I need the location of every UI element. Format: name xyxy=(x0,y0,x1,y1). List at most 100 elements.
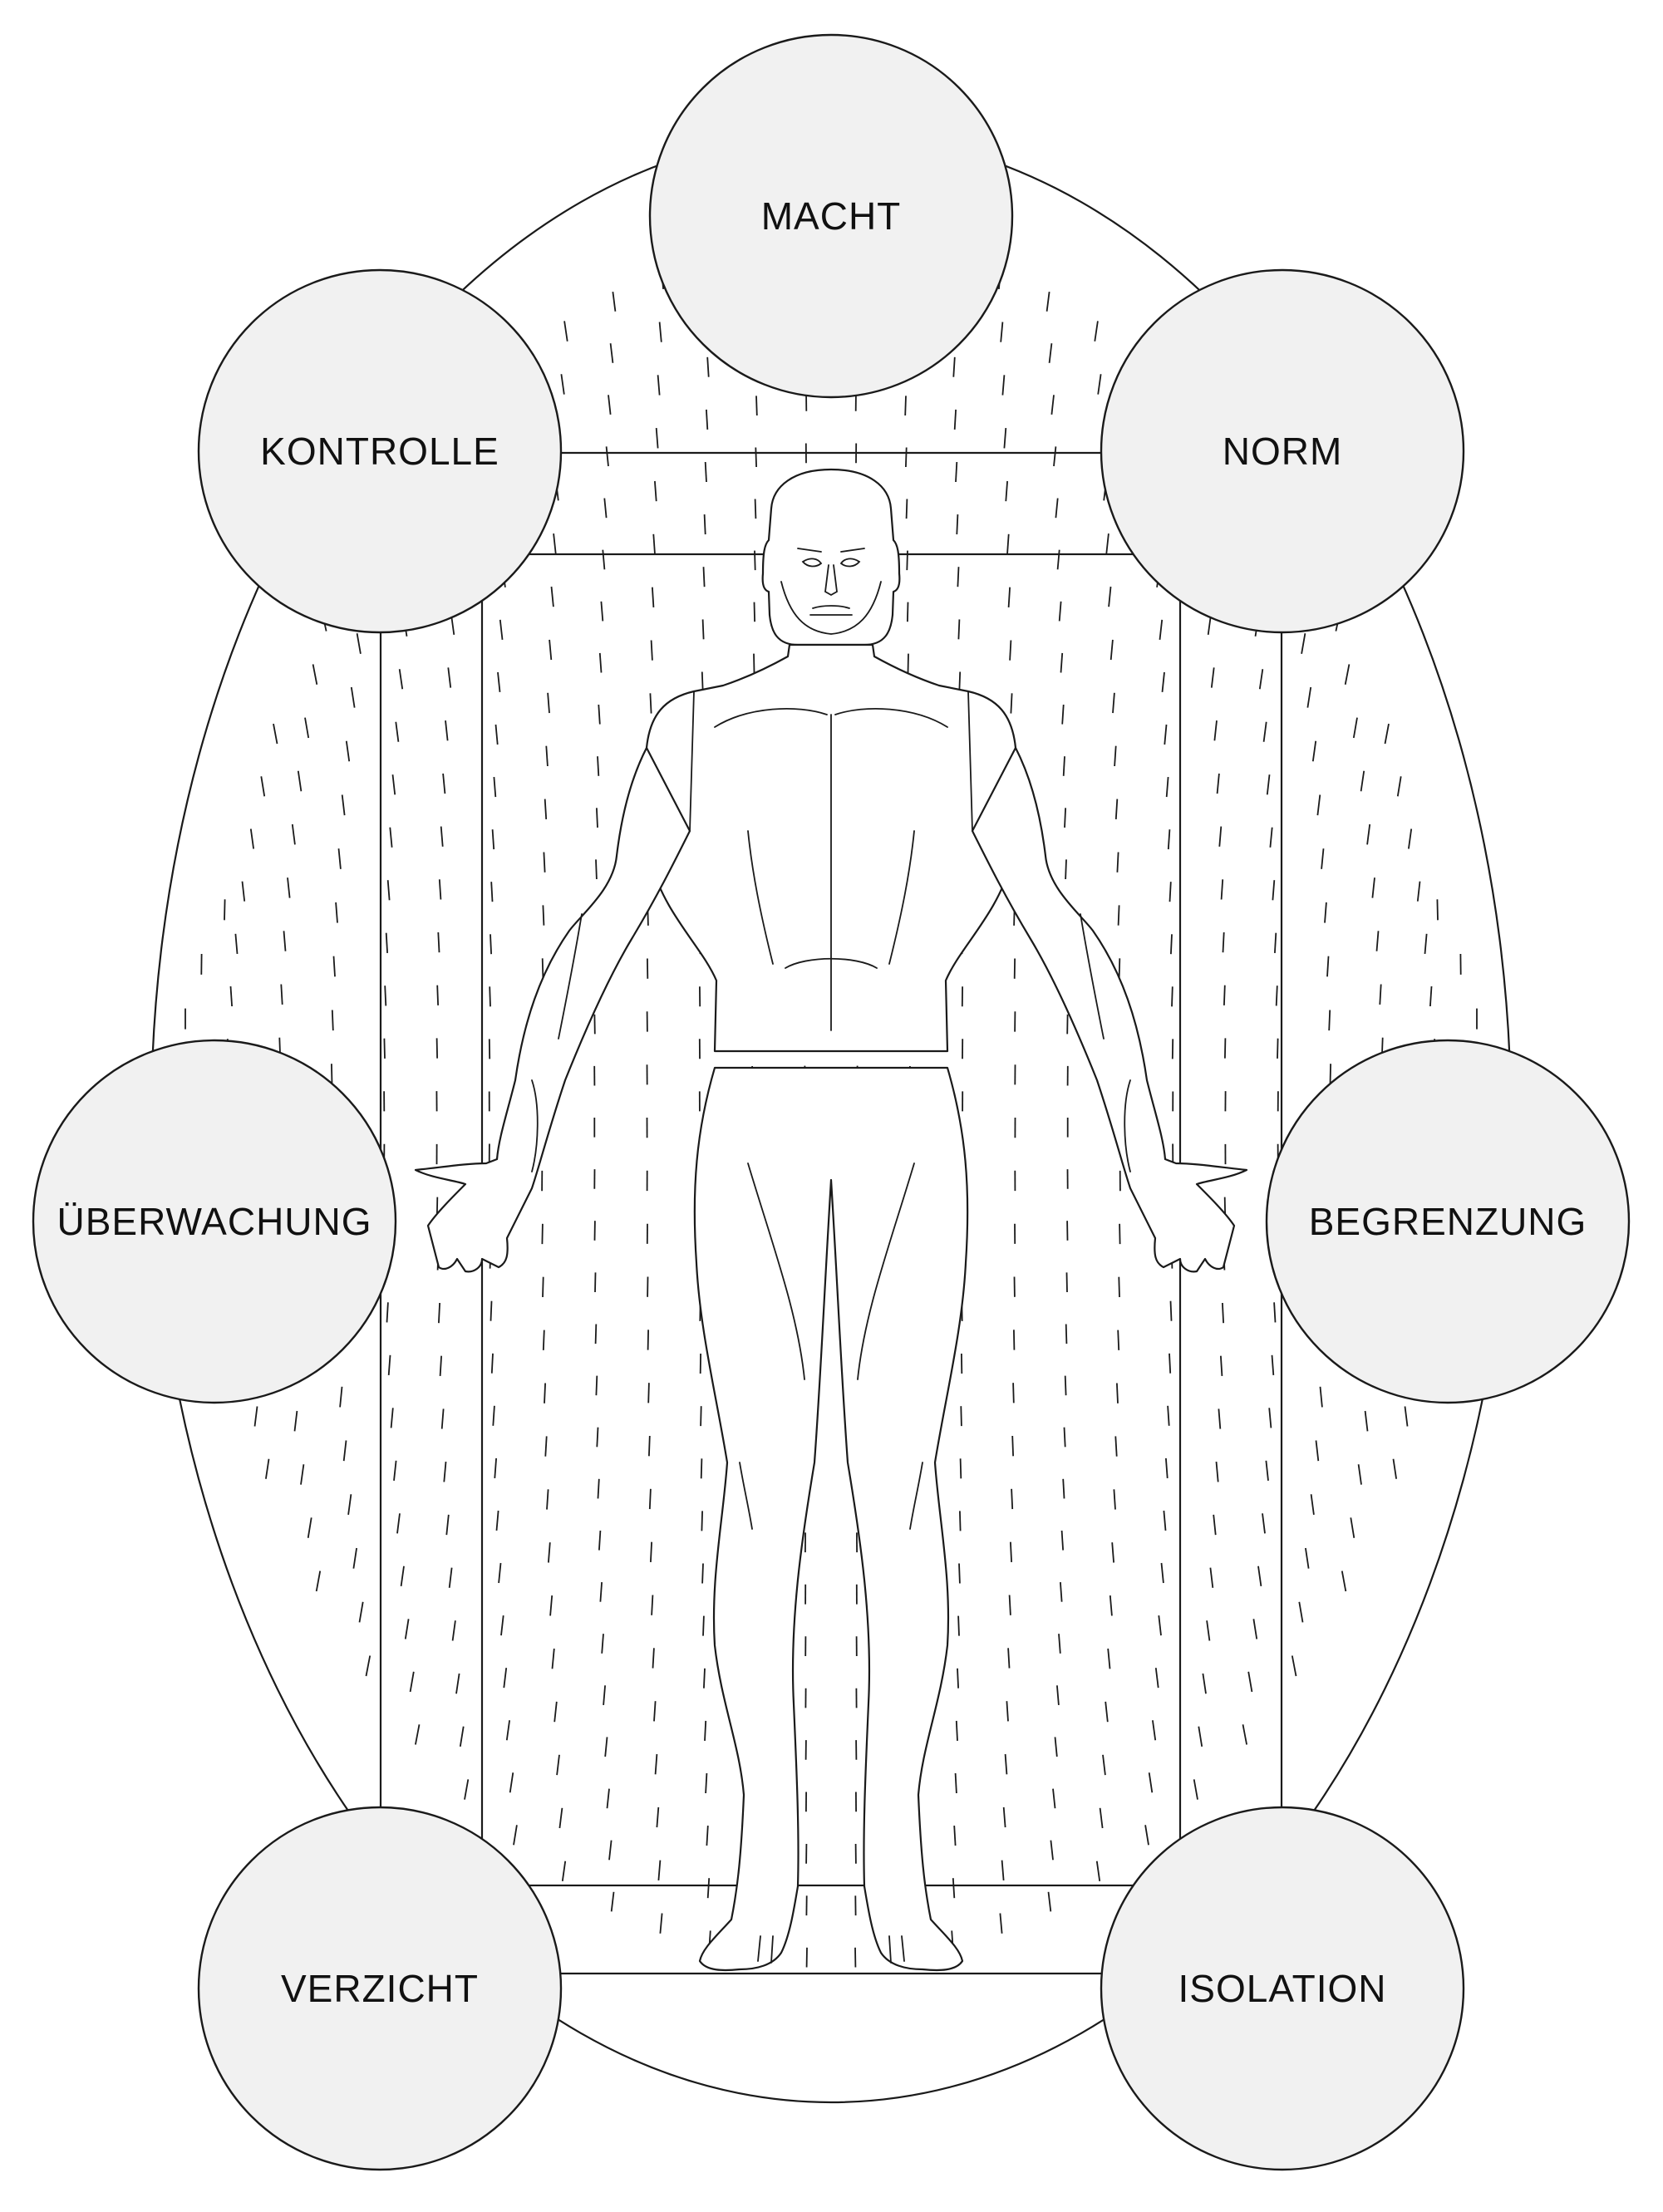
field-dash xyxy=(595,1375,598,1396)
field-dash xyxy=(609,343,614,363)
field-dash xyxy=(605,446,609,467)
field-dash xyxy=(755,447,757,468)
field-dash xyxy=(548,1542,551,1563)
field-dash xyxy=(1161,671,1165,692)
field-dash xyxy=(459,1726,465,1747)
field-dash xyxy=(556,1754,560,1776)
field-dash xyxy=(448,1567,453,1588)
field-dash xyxy=(953,1826,957,1846)
field-dash xyxy=(1108,586,1112,607)
field-dash xyxy=(959,1511,962,1531)
field-dash xyxy=(649,693,652,714)
field-dash xyxy=(347,1494,352,1516)
field-dash xyxy=(234,933,239,954)
field-dash xyxy=(404,1619,410,1639)
field-dash xyxy=(1148,1772,1154,1793)
field-dash xyxy=(1224,1038,1227,1059)
field-dash xyxy=(960,1406,962,1427)
node-verzicht: VERZICHT xyxy=(197,1806,563,2171)
node-macht: MACHT xyxy=(648,33,1014,399)
field-dash xyxy=(1056,549,1060,570)
field-dash xyxy=(1328,1010,1331,1031)
field-dash xyxy=(657,1860,662,1880)
field-dash xyxy=(1169,882,1172,902)
field-dash xyxy=(1165,777,1169,798)
field-dash xyxy=(957,1668,959,1688)
node-label: NORM xyxy=(1223,430,1343,473)
field-dash xyxy=(608,395,612,415)
field-dash xyxy=(597,1478,600,1499)
field-dash xyxy=(1396,776,1402,797)
field-dash xyxy=(655,428,659,449)
field-dash xyxy=(1013,1330,1016,1350)
field-dash xyxy=(1111,1542,1114,1563)
field-dash xyxy=(1095,1861,1101,1882)
field-dash xyxy=(1298,1601,1304,1623)
field-dash xyxy=(398,669,404,690)
field-dash xyxy=(1247,1671,1253,1693)
field-dash xyxy=(1319,1386,1323,1408)
field-dash xyxy=(300,1464,305,1485)
field-dash xyxy=(393,1460,397,1481)
field-dash xyxy=(598,704,601,725)
field-dash xyxy=(1119,1223,1121,1245)
field-dash xyxy=(386,1302,389,1323)
field-dash xyxy=(598,1530,602,1551)
field-dash xyxy=(603,498,608,519)
field-dash xyxy=(1112,692,1115,714)
field-dash xyxy=(492,1405,495,1426)
field-dash xyxy=(437,931,440,953)
field-dash xyxy=(1326,956,1330,977)
field-dash xyxy=(1094,321,1099,342)
field-dash xyxy=(1109,639,1114,661)
field-dash xyxy=(396,1513,401,1534)
field-dash xyxy=(1052,1788,1056,1809)
field-dash xyxy=(241,881,246,902)
field-dash xyxy=(491,829,495,850)
field-dash xyxy=(1324,902,1327,923)
field-dash xyxy=(1218,826,1223,847)
field-dash xyxy=(439,1355,442,1376)
field-dash xyxy=(1265,1460,1269,1481)
field-dash xyxy=(544,1383,546,1403)
field-dash xyxy=(291,823,296,845)
field-dash xyxy=(1117,1330,1120,1350)
field-dash xyxy=(1152,1720,1157,1741)
field-dash xyxy=(545,745,549,767)
field-dash xyxy=(596,808,598,828)
field-dash xyxy=(389,827,393,848)
field-dash xyxy=(1220,1355,1223,1376)
field-dash xyxy=(1060,1582,1063,1602)
field-dash xyxy=(904,396,907,416)
field-dash xyxy=(602,549,606,570)
field-dash xyxy=(554,1701,558,1723)
field-dash xyxy=(1164,724,1168,745)
field-dash xyxy=(652,587,655,607)
field-dash xyxy=(358,1601,364,1623)
node-ueberwachung: ÜBERWACHUNG xyxy=(32,1039,397,1404)
field-dash xyxy=(1118,958,1121,979)
field-dash xyxy=(610,1891,615,1912)
field-dash xyxy=(1116,1383,1119,1403)
field-dash xyxy=(647,1330,649,1350)
field-dash xyxy=(435,1038,438,1059)
field-dash xyxy=(595,859,598,880)
figure-right-arm xyxy=(971,746,1248,1273)
field-dash xyxy=(495,1510,499,1531)
field-dash xyxy=(598,652,603,673)
field-dash xyxy=(341,794,346,816)
field-dash xyxy=(953,409,957,430)
field-dash xyxy=(1213,1514,1217,1536)
field-dash xyxy=(957,567,960,587)
field-dash xyxy=(706,1878,711,1899)
field-dash xyxy=(390,1408,394,1428)
field-dash xyxy=(293,1410,298,1432)
field-dash xyxy=(701,619,705,640)
field-dash xyxy=(1003,428,1007,449)
field-dash xyxy=(490,934,492,955)
field-dash xyxy=(1012,1383,1015,1403)
field-dash xyxy=(1360,770,1365,792)
node-label: ISOLATION xyxy=(1178,1967,1387,2010)
field-dash xyxy=(1099,1807,1104,1829)
